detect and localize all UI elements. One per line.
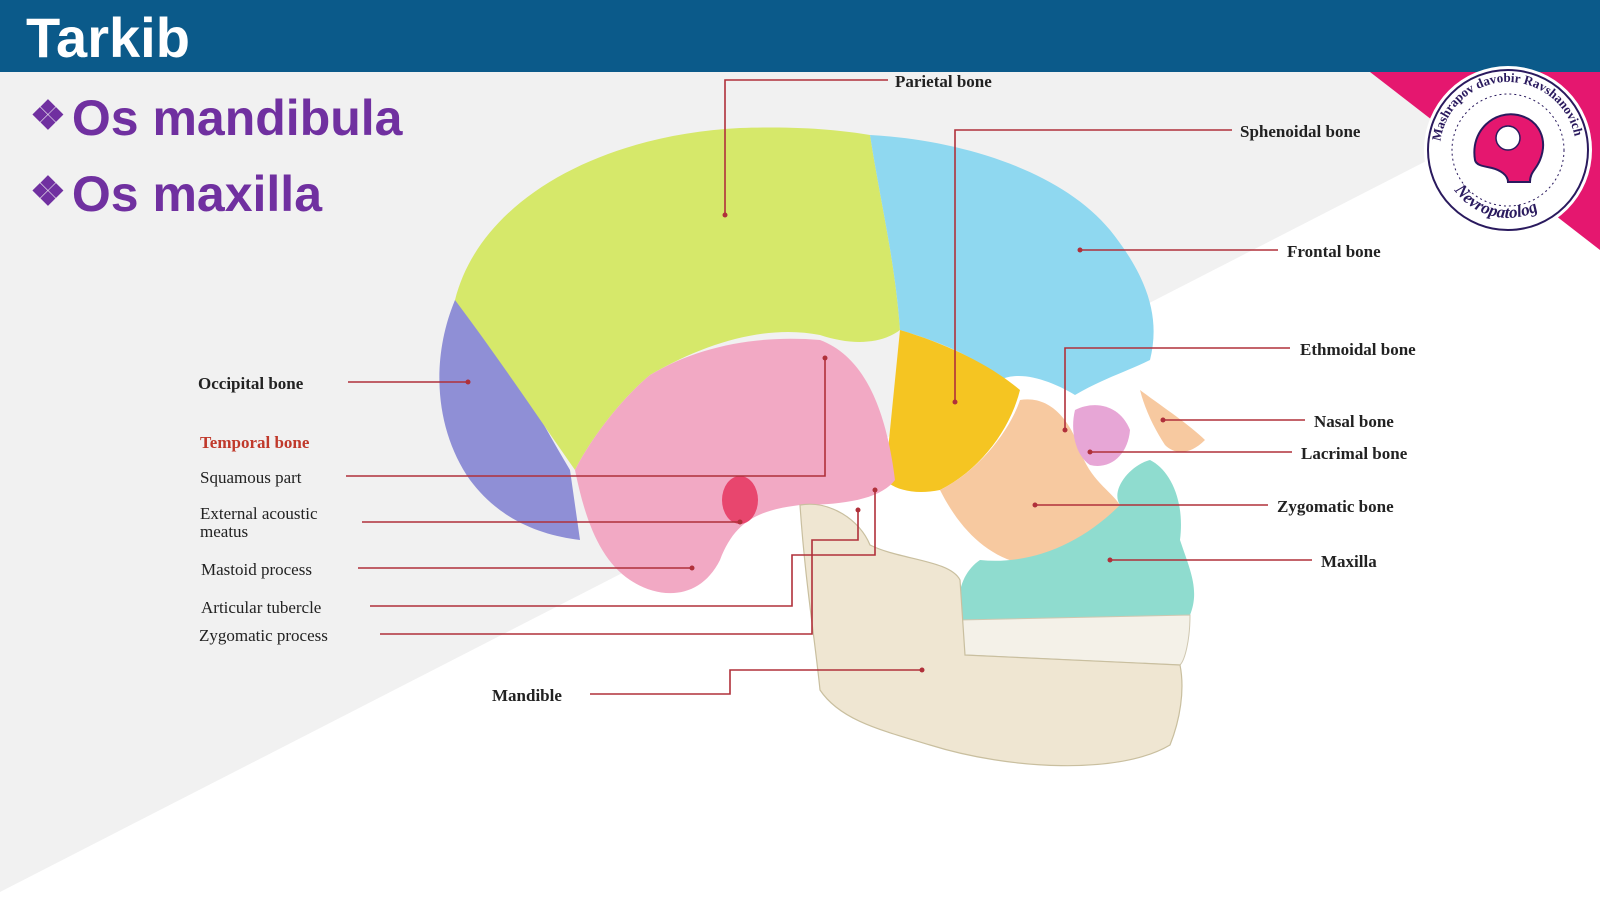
diamond-bullet-icon: ❖ bbox=[30, 170, 66, 214]
label-occipital-bone: Occipital bone bbox=[198, 374, 304, 393]
bullet-item-maxilla: ❖Os maxilla bbox=[30, 164, 322, 222]
label-meatus: meatus bbox=[200, 522, 248, 541]
label-frontal-bone: Frontal bone bbox=[1287, 242, 1381, 261]
label-mastoid-process: Mastoid process bbox=[201, 560, 312, 579]
label-parietal-bone: Parietal bone bbox=[895, 72, 992, 91]
sphenoid-bone-region bbox=[885, 330, 1020, 492]
leader-lines bbox=[346, 79, 1312, 695]
label-mandible: Mandible bbox=[492, 686, 562, 705]
acoustic-meatus-region bbox=[722, 476, 758, 524]
author-logo-badge: Mashrapov davobir Ravshanovich Nevropato… bbox=[1424, 66, 1592, 234]
label-squamous-part: Squamous part bbox=[200, 468, 302, 487]
label-maxilla: Maxilla bbox=[1321, 552, 1377, 571]
skull-illustration bbox=[439, 127, 1205, 767]
label-articular-tubercle: Articular tubercle bbox=[201, 598, 321, 617]
occipital-bone-region bbox=[439, 300, 580, 540]
nasal-bone-region bbox=[1140, 390, 1205, 452]
temporal-bone-region bbox=[575, 338, 895, 594]
label-sphenoidal-bone: Sphenoidal bone bbox=[1240, 122, 1361, 141]
label-temporal-bone: Temporal bone bbox=[200, 433, 310, 452]
label-ethmoidal-bone: Ethmoidal bone bbox=[1300, 340, 1416, 359]
label-external-acoustic: External acoustic bbox=[200, 504, 318, 523]
frontal-bone-region bbox=[870, 135, 1154, 395]
diamond-bullet-icon: ❖ bbox=[30, 94, 66, 138]
label-zygomatic-bone: Zygomatic bone bbox=[1277, 497, 1394, 516]
label-nasal-bone: Nasal bone bbox=[1314, 412, 1394, 431]
header-bar: Tarkib bbox=[0, 0, 1600, 72]
maxilla-bone-region bbox=[958, 460, 1195, 620]
slide-title: Tarkib bbox=[26, 6, 190, 69]
label-zygomatic-process: Zygomatic process bbox=[199, 626, 328, 645]
parietal-bone-region bbox=[455, 127, 900, 471]
lacrimal-bone-region bbox=[1073, 405, 1130, 466]
bullet-text: Os maxilla bbox=[71, 166, 323, 222]
brain-icon bbox=[1495, 125, 1521, 151]
label-lacrimal-bone: Lacrimal bone bbox=[1301, 444, 1408, 463]
mandible-bone-region bbox=[799, 503, 1183, 767]
bullet-item-mandibula: ❖Os mandibula bbox=[30, 88, 402, 146]
bullet-text: Os mandibula bbox=[71, 90, 403, 146]
